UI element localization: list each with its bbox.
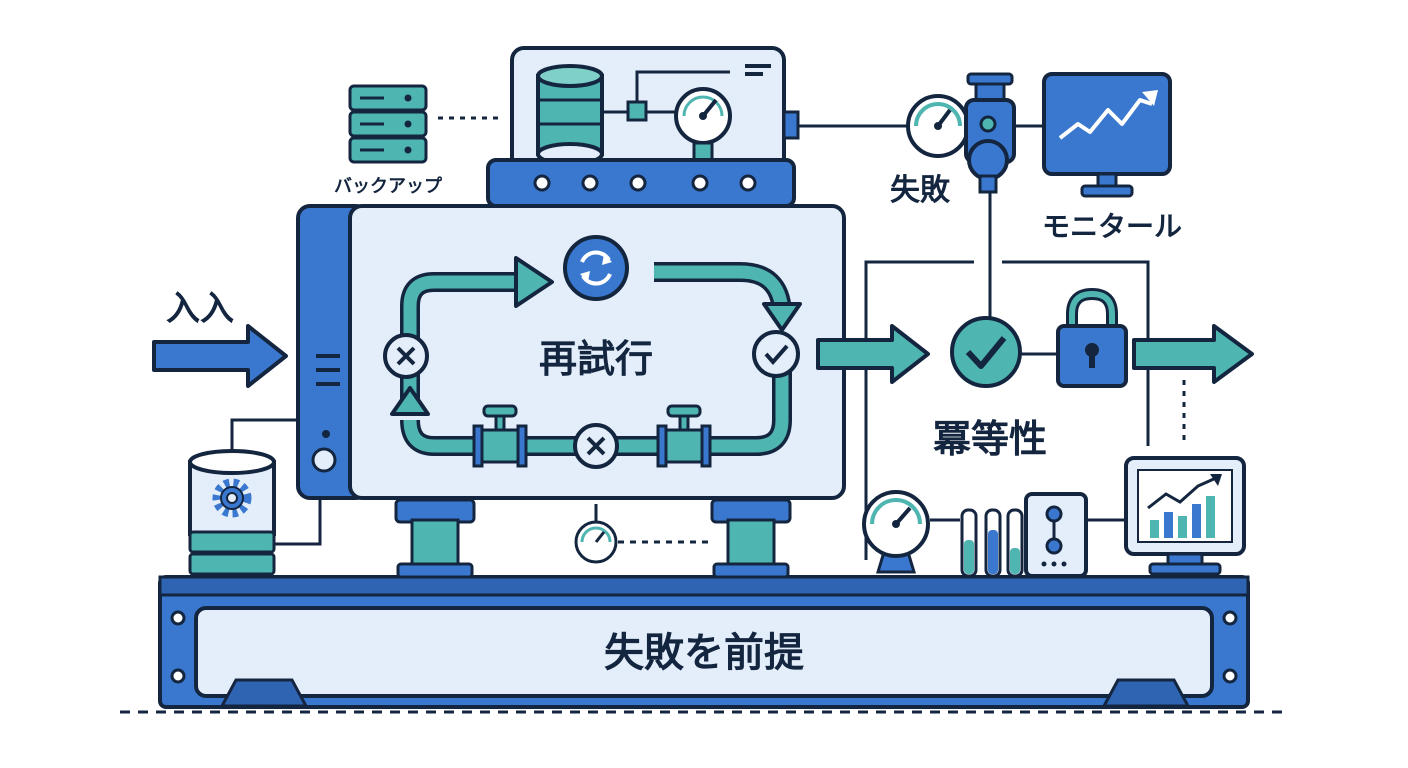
pressure-gauge-icon [906,94,970,158]
backup-server: バックアップ [334,84,504,197]
idempotency-label: 冪等性 [933,417,1047,461]
failure-label: 失敗 [890,173,951,208]
bar-chart-monitor-icon [1124,456,1246,576]
server-rack-icon [348,84,428,164]
input-arrow [152,324,288,388]
retry-label: 再試行 [539,337,653,381]
main-machine: 再試行 [296,204,846,579]
assume-failure-label: 失敗を前提 [604,630,804,676]
failure-section: 失敗 [890,72,1016,208]
output-flow-arrow [1132,324,1254,384]
test-tubes-icon [960,508,1024,578]
refresh-icon [563,235,629,301]
pressure-gauge-icon [862,490,930,574]
retry-loop [390,256,802,456]
config-database [188,418,322,576]
check-circle-icon [950,316,1022,388]
check-circle-icon [752,330,800,378]
input-section: 入入 [152,289,288,388]
valve-icon [472,404,528,468]
input-label: 入入 [166,289,234,329]
trend-chart-monitor-icon [1042,72,1172,198]
small-gauge-icon [574,504,618,564]
base-platform: 失敗を前提 [120,575,1290,714]
connectors [798,124,1186,560]
idempotency-section: 冪等性 [933,287,1128,461]
monitor-section: モニタール [1042,72,1182,243]
padlock-icon [1056,287,1128,388]
control-panel-icon [1024,492,1088,578]
middle-flow-arrow [816,324,930,384]
x-circle-icon [573,423,619,469]
top-control-box [486,46,800,220]
valve-icon [656,404,712,468]
x-circle-icon [383,333,429,379]
flow-arrows [816,324,1254,384]
backup-label: バックアップ [334,175,443,197]
lower-equipment [862,456,1246,578]
gear-icon [212,478,252,518]
database-icon [536,64,604,166]
monitor-label: モニタール [1042,210,1182,243]
pressure-gauge-icon [674,87,732,145]
